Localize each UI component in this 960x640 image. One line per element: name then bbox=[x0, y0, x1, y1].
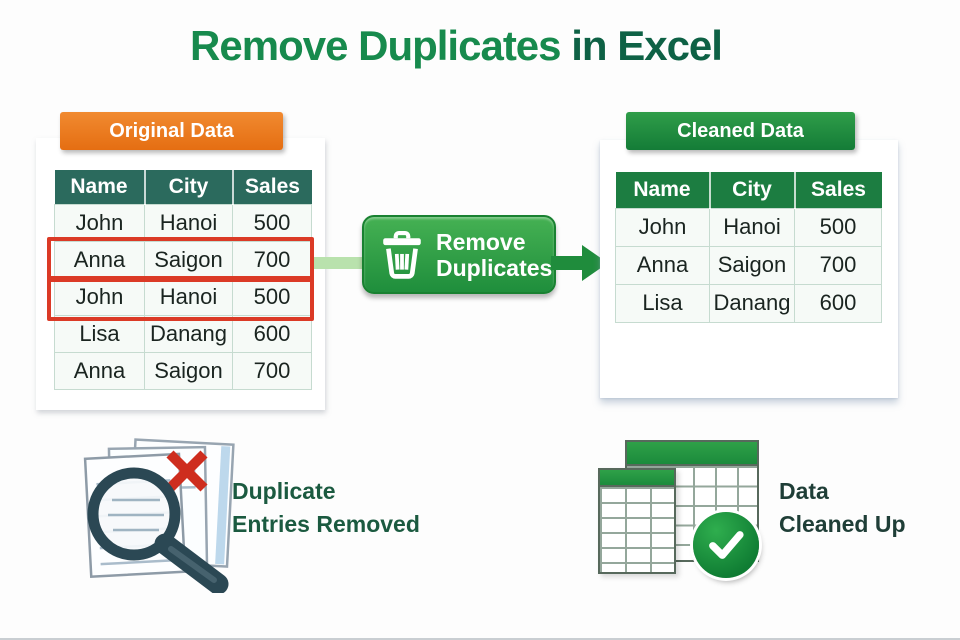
table-cell: Anna bbox=[615, 245, 710, 285]
caption-line: Entries Removed bbox=[232, 511, 420, 537]
title-suffix: in Excel bbox=[560, 22, 723, 69]
table-cell: 500 bbox=[232, 203, 312, 242]
check-icon bbox=[709, 531, 744, 559]
button-label-line2: Duplicates bbox=[436, 254, 553, 281]
caption-line: Cleaned Up bbox=[779, 511, 906, 537]
column-header-sales: Sales bbox=[793, 172, 882, 208]
right-arrow-icon bbox=[551, 245, 608, 281]
table-cell: 700 bbox=[232, 351, 312, 390]
table-row: Anna Saigon 700 bbox=[615, 245, 882, 285]
spreadsheets-check-icon bbox=[596, 438, 776, 586]
table-row: Lisa Danang 600 bbox=[54, 314, 312, 353]
table-cell: 600 bbox=[232, 314, 312, 353]
table-row-duplicate: Anna Saigon 700 bbox=[54, 240, 312, 279]
table-cell: Saigon bbox=[144, 351, 233, 390]
table-cell: 500 bbox=[794, 207, 882, 247]
table-cell: John bbox=[54, 203, 145, 242]
column-header-name: Name bbox=[615, 172, 710, 208]
column-header-city: City bbox=[708, 172, 795, 208]
table-cell: John bbox=[615, 207, 710, 247]
spreadsheet-header-band bbox=[600, 470, 674, 487]
magnifier-icon bbox=[87, 467, 229, 593]
check-circle bbox=[693, 512, 759, 578]
button-label-line1: Remove bbox=[436, 228, 526, 255]
spreadsheet-header-band bbox=[627, 442, 757, 466]
caption-line: Duplicate bbox=[232, 478, 336, 504]
table-row: John Hanoi 500 bbox=[54, 203, 312, 242]
cleaned-data-table: Name City Sales John Hanoi 500 Anna Saig… bbox=[615, 172, 882, 323]
table-cell: 600 bbox=[794, 283, 882, 323]
red-x-icon bbox=[166, 450, 208, 492]
table-cell: Danang bbox=[144, 314, 233, 353]
table-row: Anna Saigon 700 bbox=[54, 351, 312, 390]
table-header-row: Name City Sales bbox=[54, 170, 312, 204]
connector-line bbox=[312, 257, 365, 269]
table-cell: Danang bbox=[709, 283, 795, 323]
table-cell: Lisa bbox=[54, 314, 145, 353]
table-cell: Hanoi bbox=[144, 203, 233, 242]
cleaned-data-tab: Cleaned Data bbox=[626, 112, 855, 150]
magnifier-documents-x-icon bbox=[83, 438, 235, 593]
table-cell: Anna bbox=[54, 240, 145, 279]
caption-duplicates-removed: Duplicate Entries Removed bbox=[232, 475, 420, 541]
column-header-city: City bbox=[143, 170, 233, 204]
original-data-card: Name City Sales John Hanoi 500 Anna Saig… bbox=[36, 138, 325, 410]
table-cell: 700 bbox=[794, 245, 882, 285]
title-main: Remove Duplicates bbox=[190, 22, 561, 69]
trash-icon bbox=[383, 230, 421, 279]
table-row: Lisa Danang 600 bbox=[615, 283, 882, 323]
table-cell: Hanoi bbox=[144, 277, 233, 316]
caption-data-cleaned: Data Cleaned Up bbox=[779, 475, 906, 541]
table-cell: 700 bbox=[232, 240, 312, 279]
remove-duplicates-button[interactable]: Remove Duplicates bbox=[362, 215, 556, 294]
original-data-table: Name City Sales John Hanoi 500 Anna Saig… bbox=[54, 170, 312, 390]
spreadsheet-icon-small bbox=[598, 468, 676, 574]
spreadsheet-grid bbox=[600, 487, 674, 572]
table-cell: Anna bbox=[54, 351, 145, 390]
table-cell: Lisa bbox=[615, 283, 710, 323]
table-cell: John bbox=[54, 277, 145, 316]
remove-duplicates-label: Remove Duplicates bbox=[436, 229, 552, 281]
table-cell: Saigon bbox=[144, 240, 233, 279]
cleaned-data-card: Name City Sales John Hanoi 500 Anna Saig… bbox=[600, 140, 898, 398]
table-cell: 500 bbox=[232, 277, 312, 316]
table-header-row: Name City Sales bbox=[615, 172, 882, 208]
table-row: John Hanoi 500 bbox=[615, 207, 882, 247]
original-data-tab: Original Data bbox=[60, 112, 283, 150]
column-header-name: Name bbox=[54, 170, 145, 204]
table-cell: Saigon bbox=[709, 245, 795, 285]
caption-line: Data bbox=[779, 478, 829, 504]
table-row-duplicate: John Hanoi 500 bbox=[54, 277, 312, 316]
column-header-sales: Sales bbox=[231, 170, 312, 204]
table-cell: Hanoi bbox=[709, 207, 795, 247]
page-title: Remove Duplicates in Excel bbox=[0, 22, 936, 70]
